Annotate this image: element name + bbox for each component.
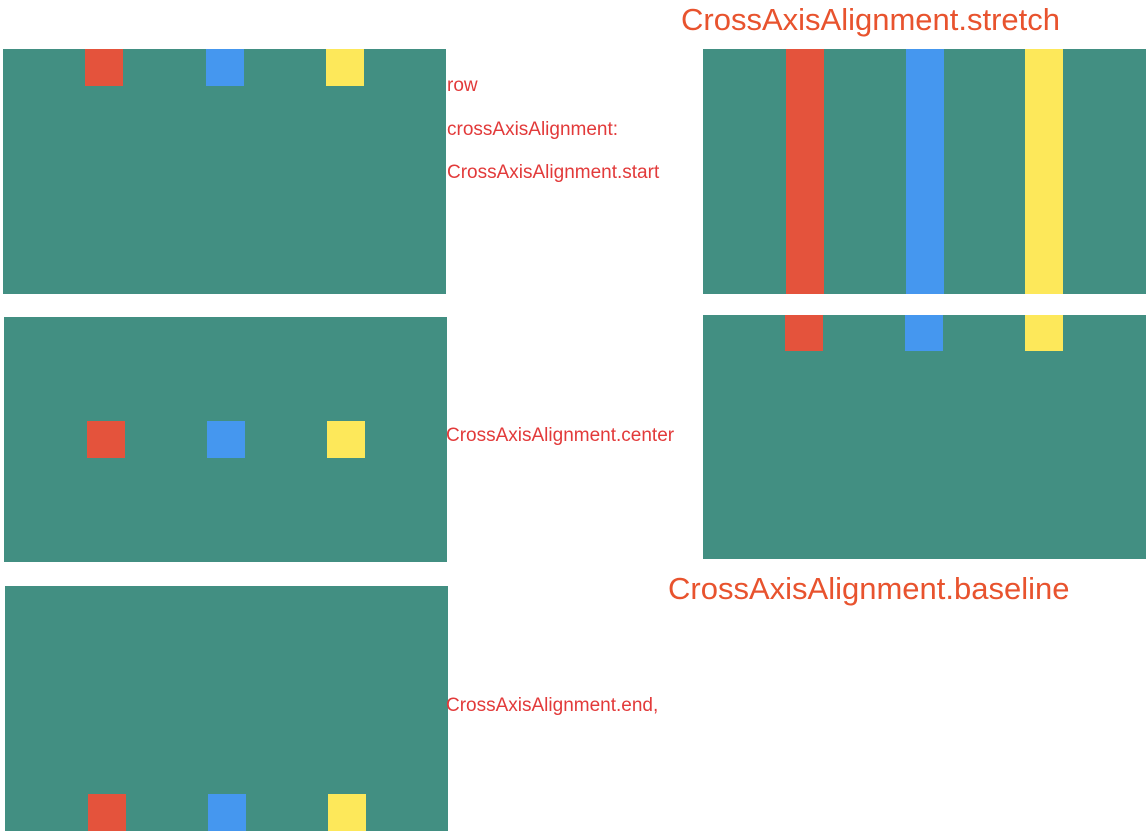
red-square	[87, 421, 125, 458]
label-end: CrossAxisAlignment.end,	[446, 695, 659, 716]
panel-end	[5, 586, 448, 831]
label-stretch: CrossAxisAlignment.stretch	[681, 2, 1061, 37]
panel-center	[4, 317, 447, 562]
yellow-square	[327, 421, 365, 458]
yellow-bar	[1025, 49, 1063, 294]
blue-bar	[906, 49, 944, 294]
label-row: row	[447, 75, 478, 96]
red-square	[785, 315, 823, 351]
red-bar	[786, 49, 824, 294]
panel-baseline	[703, 315, 1146, 559]
label-start: CrossAxisAlignment.start	[447, 162, 660, 183]
red-square	[88, 794, 126, 831]
yellow-square	[1025, 315, 1063, 351]
panel-stretch	[703, 49, 1146, 294]
blue-square	[207, 421, 245, 458]
panel-start	[3, 49, 446, 294]
blue-square	[905, 315, 943, 351]
label-center: CrossAxisAlignment.center	[446, 425, 675, 446]
blue-square	[206, 49, 244, 86]
yellow-square	[328, 794, 366, 831]
label-baseline: CrossAxisAlignment.baseline	[668, 571, 1070, 606]
yellow-square	[326, 49, 364, 86]
blue-square	[208, 794, 246, 831]
red-square	[85, 49, 123, 86]
label-cross-axis-alignment-prop: crossAxisAlignment:	[447, 119, 619, 140]
